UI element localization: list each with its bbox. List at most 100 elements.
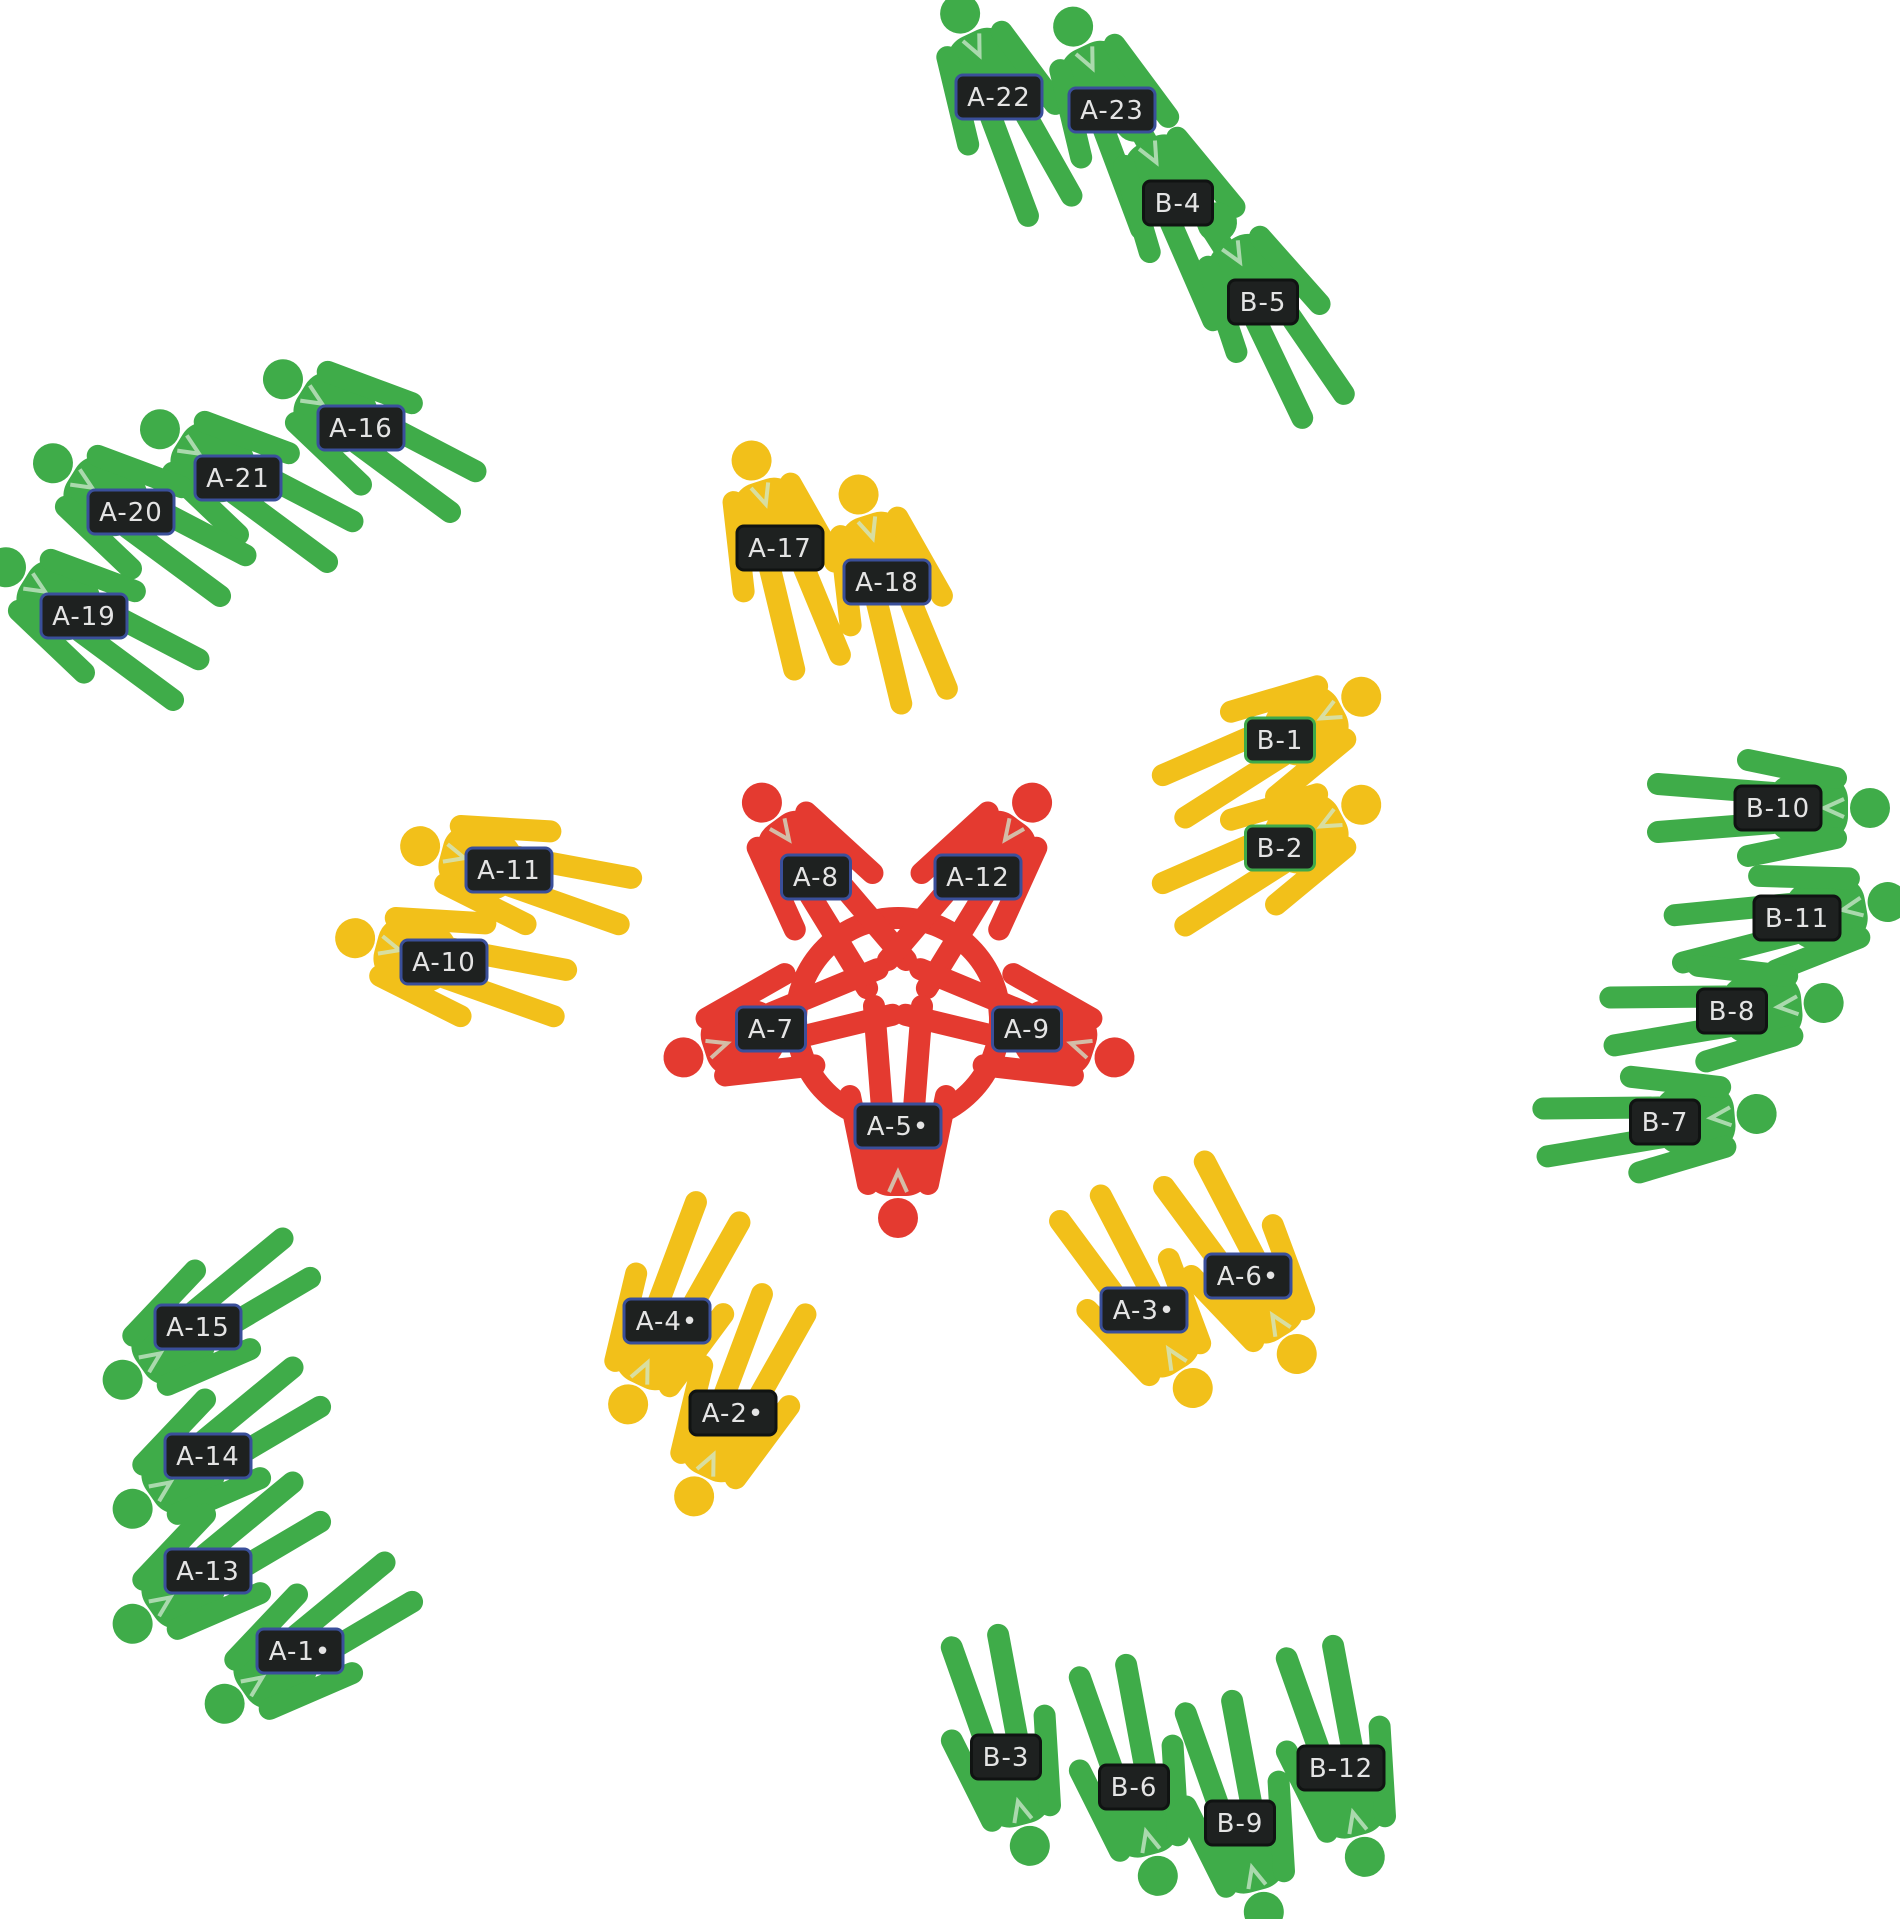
- name-tag-label: A-18: [855, 568, 919, 598]
- name-tag-box: [991, 1005, 1063, 1053]
- name-tag-label: A-23: [1080, 96, 1144, 126]
- person-collar: [1705, 1105, 1733, 1128]
- person-collar: [856, 516, 878, 543]
- person-left-arm: [1748, 864, 1860, 890]
- person-left-leg: [1115, 1653, 1159, 1790]
- name-tag-label: B-10: [1746, 794, 1810, 824]
- person-left-arm: [156, 1338, 262, 1396]
- person-right-arm: [316, 360, 423, 415]
- name-tag-label: A-14: [176, 1442, 240, 1472]
- person-right-arm: [122, 1259, 207, 1347]
- person-head: [1276, 1334, 1317, 1375]
- person-right-arm: [449, 815, 562, 843]
- person-head: [1243, 1891, 1284, 1919]
- group-yellow-bottom-center: [604, 1191, 817, 1517]
- name-tag-box: [622, 1297, 712, 1345]
- person-right-arm: [1265, 836, 1357, 916]
- name-tag-box: [1204, 1799, 1276, 1847]
- name-tag-label: A-1•: [269, 1637, 331, 1667]
- group-green-top-left: [0, 359, 487, 711]
- name-tag-label: A-6•: [1217, 1262, 1279, 1292]
- name-tag-label: B-1: [1257, 726, 1304, 756]
- person-right-arm: [132, 1503, 217, 1591]
- name-tag: A-7: [735, 1005, 807, 1053]
- person-head: [1341, 784, 1382, 825]
- name-tag: B-5: [1227, 278, 1299, 326]
- name-tag-label: A-21: [206, 464, 270, 494]
- person-left-arm: [1161, 1734, 1189, 1847]
- person-left-arm: [1619, 1065, 1732, 1099]
- person-right-arm: [1174, 1795, 1238, 1898]
- person-left-arm: [7, 599, 96, 684]
- person-head: [204, 1683, 245, 1724]
- person-collar: [240, 1674, 267, 1698]
- name-tag: B-8: [1696, 987, 1768, 1035]
- person-right-arm: [1695, 1024, 1804, 1073]
- name-tag-label: A-13: [176, 1557, 240, 1587]
- person-head: [139, 409, 180, 450]
- person-head: [400, 826, 441, 867]
- person-head: [1094, 1037, 1135, 1078]
- name-tag: A-23: [1067, 86, 1157, 134]
- name-tag: B-6: [1098, 1763, 1170, 1811]
- person-right-leg: [182, 1227, 294, 1323]
- person-collar: [695, 1450, 716, 1477]
- name-tag-box: [1696, 987, 1768, 1035]
- person-right-arm: [779, 472, 846, 573]
- person-collar: [1074, 46, 1095, 73]
- name-tag: A-21: [193, 454, 283, 502]
- person-collar: [1221, 240, 1243, 267]
- name-tag-box: [1142, 179, 1214, 227]
- name-tag: A-17: [735, 524, 825, 572]
- name-tag-box: [316, 404, 406, 452]
- person-figure: [335, 907, 578, 1028]
- group-green-right: [1532, 749, 1900, 1184]
- name-tag-box: [1752, 894, 1842, 942]
- person-collar: [1316, 807, 1343, 829]
- name-tag: A-4•: [622, 1297, 712, 1345]
- name-tag-box: [163, 1432, 253, 1480]
- person-collar: [1246, 1862, 1268, 1890]
- person-right-arm: [1275, 1740, 1339, 1843]
- person-right-arm: [193, 410, 300, 465]
- person-right-leg: [710, 1283, 773, 1414]
- person-right-arm: [795, 801, 884, 885]
- name-tag-box: [842, 558, 932, 606]
- person-collar: [1772, 994, 1800, 1017]
- name-tag-label: A-5•: [867, 1112, 929, 1142]
- name-tag: A-16: [316, 404, 406, 452]
- person-head: [0, 547, 26, 588]
- name-tag-label: B-11: [1765, 904, 1829, 934]
- person-left-arm: [746, 836, 806, 941]
- name-tag-label: A-19: [52, 602, 116, 632]
- person-head: [102, 1359, 143, 1400]
- person-left-leg: [756, 546, 806, 681]
- name-tag: B-3: [970, 1733, 1042, 1781]
- name-tag-label: A-7: [748, 1015, 794, 1045]
- name-tag: A-19: [39, 592, 129, 640]
- person-left-leg: [1089, 1184, 1166, 1309]
- name-tag-box: [1629, 1098, 1701, 1146]
- person-right-arm: [86, 444, 193, 499]
- person-left-arm: [369, 964, 472, 1028]
- person-head: [1850, 788, 1890, 828]
- name-tag: A-5•: [853, 1102, 943, 1150]
- name-tag-label: B-5: [1240, 288, 1287, 318]
- name-tag-box: [1203, 1252, 1293, 1300]
- name-tag-box: [735, 524, 825, 572]
- name-tag-label: A-15: [166, 1313, 230, 1343]
- name-tag-label: A-22: [967, 83, 1031, 113]
- person-head: [1009, 1825, 1050, 1866]
- name-tag: B-9: [1204, 1799, 1276, 1847]
- name-tag: A-3•: [1099, 1286, 1189, 1334]
- person-left-arm: [724, 1395, 801, 1490]
- person-head: [674, 1476, 715, 1517]
- person-head: [1172, 1368, 1213, 1409]
- person-head: [1341, 676, 1382, 717]
- name-tag-label: A-2•: [702, 1399, 764, 1429]
- person-left-leg: [902, 995, 933, 1132]
- name-tag: A-1•: [255, 1627, 345, 1675]
- name-tag: A-15: [153, 1303, 243, 1351]
- name-tag: A-9: [991, 1005, 1063, 1053]
